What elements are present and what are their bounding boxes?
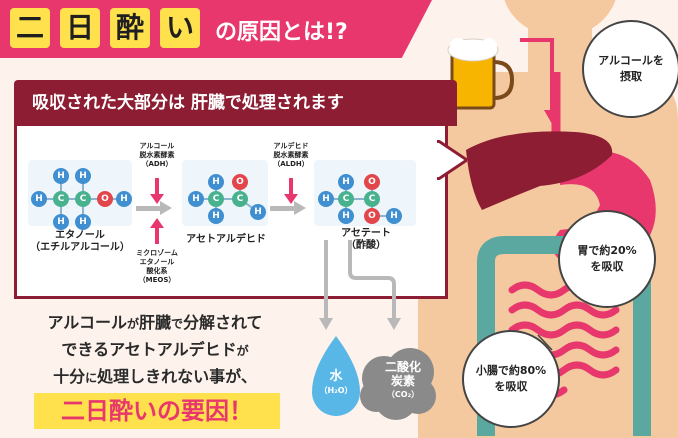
adh-line2: 脱水素酵素 [139, 151, 175, 159]
intake-arrow-head [544, 110, 560, 124]
co2-line2: 炭素 [390, 374, 415, 388]
title-tail: の原因とは!? [215, 20, 348, 45]
text-alcohol: アルコール [47, 313, 127, 332]
intake-line2: 摂取 [619, 70, 642, 83]
title-char-4: い [160, 8, 200, 48]
aldh-line1: アルデヒド [273, 142, 309, 150]
adh-line1: アルコール [139, 142, 175, 150]
process-arrows [136, 201, 306, 215]
title-char-1: 二 [10, 8, 50, 48]
water-main: 水 [329, 369, 343, 384]
text-particle-4: に [85, 371, 98, 385]
title-char-3: 酔 [110, 8, 150, 48]
intestine-line2: を吸収 [494, 380, 528, 393]
beer-mug-icon [447, 38, 515, 110]
atom-h: H [75, 214, 91, 230]
liver-organ [466, 131, 613, 210]
text-particle-2: で [171, 317, 184, 331]
text-particle-1: が [126, 317, 139, 331]
intestine-line1: 小腸で約80% [475, 364, 547, 377]
meos-line2: エタノール [139, 258, 175, 266]
atom-h: H [318, 191, 334, 207]
co2-cloud-icon [360, 348, 436, 420]
stomach-line2: を吸収 [590, 260, 624, 273]
atom-h: H [208, 174, 224, 190]
explanation-text: アルコールが肝臓で分解されて できるアセトアルデヒドが 十分に処理しきれない事が… [20, 310, 290, 391]
atom-o: O [364, 174, 380, 190]
intestine-bubble: 小腸で約80% を吸収 [462, 330, 560, 428]
atom-h: H [75, 168, 91, 184]
co2-line1: 二酸化 [384, 360, 421, 374]
atom-o: O [232, 174, 248, 190]
ethanol-label-line2: （エチルアルコール） [30, 242, 130, 253]
atom-h: H [188, 191, 204, 207]
co2-formula: （CO₂） [386, 390, 420, 399]
atom-c: C [208, 191, 224, 207]
text-particle-3: が [236, 344, 249, 358]
acetaldehyde-label: アセトアルデヒド [186, 234, 266, 245]
meos-line4: （MEOS） [138, 276, 176, 284]
explanation-line-3: 十分に処理しきれない事が、 [20, 364, 290, 391]
aldh-label: アルデヒド 脱水素酵素 （ALDH） [266, 142, 316, 169]
atom-h: H [53, 168, 69, 184]
atom-c: C [53, 191, 69, 207]
text-not-processed: 処理しきれない事 [97, 367, 226, 386]
atom-h: H [338, 208, 354, 224]
intestine-bubble-connector [537, 334, 553, 351]
hangover-cause: 二日酔いの要因！ [34, 393, 280, 429]
co2-label: 二酸化 炭素 （CO₂） [368, 360, 438, 402]
output-arrows [324, 240, 396, 322]
water-formula: （H₂O） [319, 386, 353, 395]
aldh-line3: （ALDH） [273, 160, 309, 168]
atom-o: O [364, 208, 380, 224]
adh-label: アルコール 脱水素酵素 （ADH） [132, 142, 182, 169]
stomach-bubble: 胃で約20% を吸収 [558, 210, 656, 308]
ethanol-label: エタノール （エチルアルコール） [30, 230, 130, 254]
atom-h: H [386, 208, 402, 224]
text-liver: 肝臓 [138, 313, 171, 332]
text-acetaldehyde: できるアセトアルデヒド [61, 340, 237, 359]
atom-h: H [116, 191, 132, 207]
meos-line3: 酸化系 [146, 267, 168, 275]
enzyme-arrows [150, 178, 298, 244]
aldh-line2: 脱水素酵素 [273, 151, 309, 159]
panel-heading: 吸収された大部分は 肝臓で処理されます [14, 80, 457, 126]
intake-bubble: アルコールを摂取 [582, 20, 678, 118]
intake-arrow [520, 38, 554, 112]
panel-pointer [437, 140, 467, 180]
atom-h: H [53, 214, 69, 230]
stomach-line1: 胃で約20% [577, 244, 637, 257]
acetate-label-line2: （酢酸） [346, 240, 386, 251]
atom-h: H [31, 191, 47, 207]
atom-c: C [364, 191, 380, 207]
output-arrow-heads [319, 318, 401, 330]
water-label: 水 （H₂O） [312, 370, 360, 398]
atom-c: C [75, 191, 91, 207]
atom-c: C [232, 191, 248, 207]
acetate-label-line1: アセテート [341, 228, 391, 239]
text-particle-5: が、 [225, 367, 257, 386]
meos-label: ミクロゾーム エタノール 酸化系 （MEOS） [130, 249, 184, 285]
atom-h: H [338, 174, 354, 190]
explanation-line-1: アルコールが肝臓で分解されて [20, 310, 290, 337]
atom-h: H [250, 204, 266, 220]
explanation-line-2: できるアセトアルデヒドが [20, 337, 290, 364]
meos-line1: ミクロゾーム [136, 249, 178, 257]
title-char-2: 日 [60, 8, 100, 48]
intake-line1: アルコールを [598, 54, 664, 67]
adh-line3: （ADH） [141, 160, 173, 168]
text-sufficient: 十分 [53, 367, 86, 386]
atom-h: H [208, 208, 224, 224]
atom-c: C [338, 191, 354, 207]
atom-o: O [97, 191, 113, 207]
water-drop-icon [312, 336, 360, 416]
ethanol-label-line1: エタノール [55, 230, 105, 241]
acetate-label: アセテート （酢酸） [316, 228, 416, 252]
text-decompose: 分解されて [183, 313, 263, 332]
